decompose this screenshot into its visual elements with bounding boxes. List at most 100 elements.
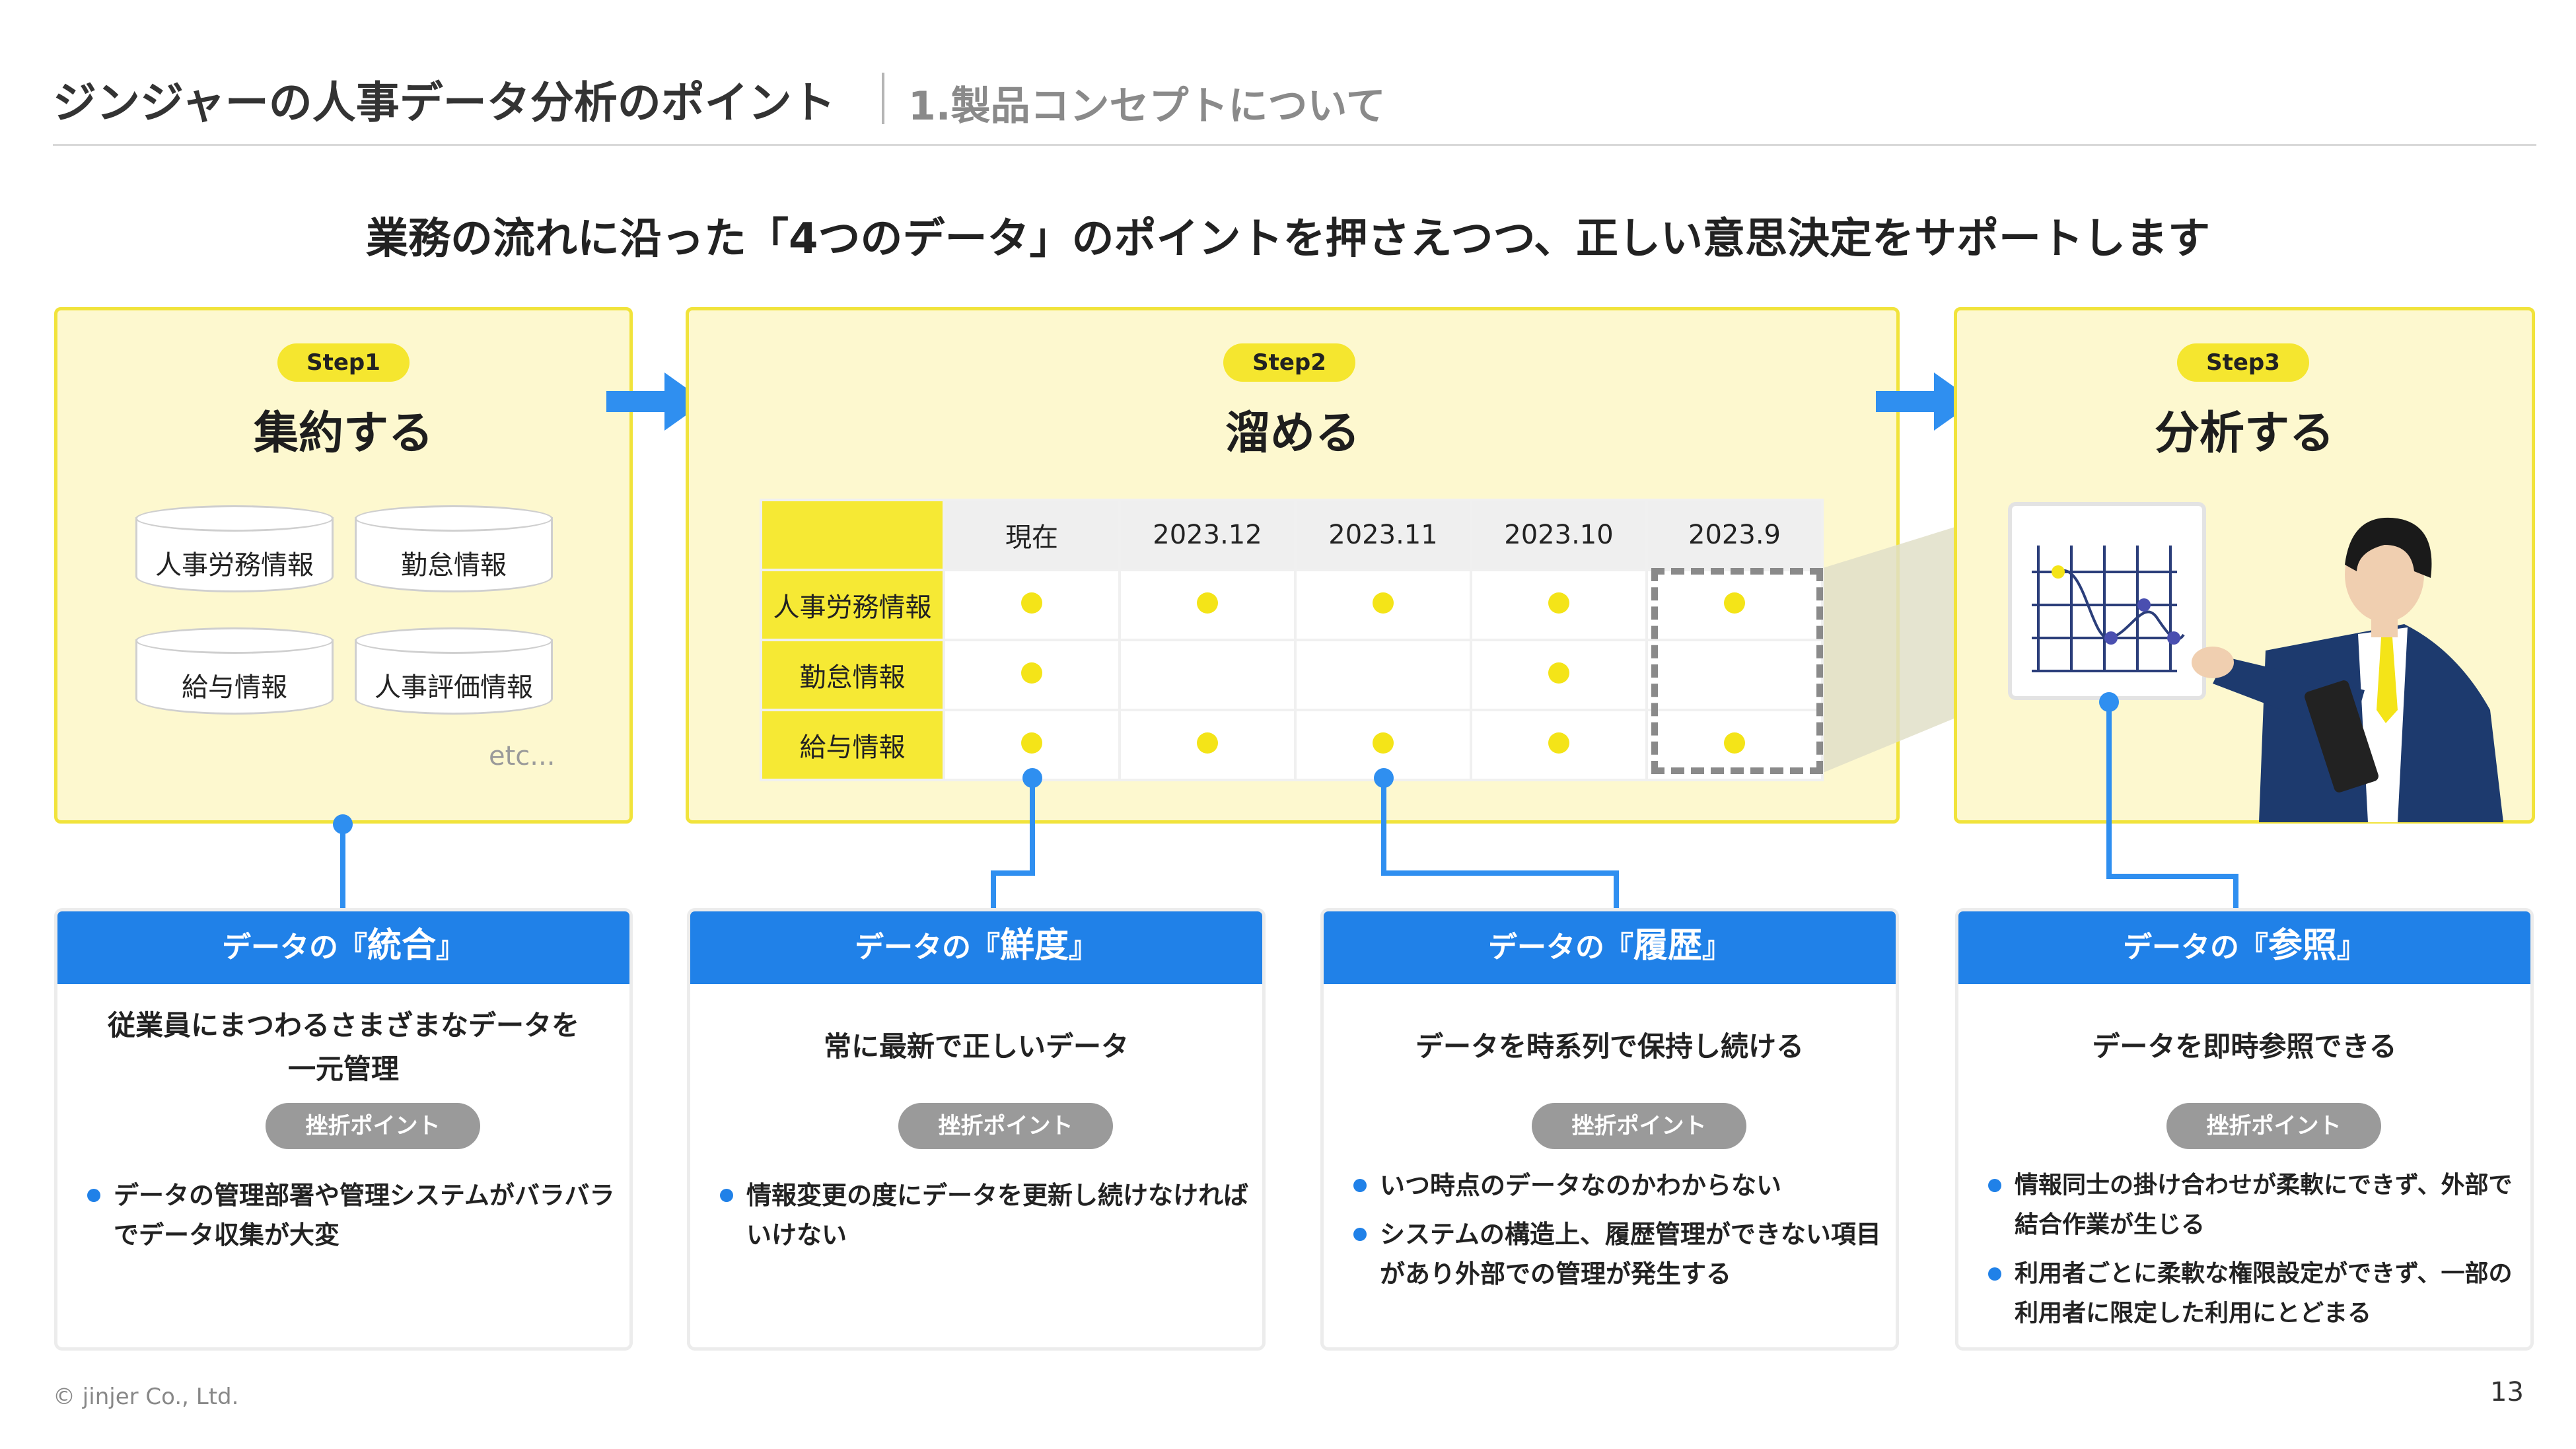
line-chart-icon — [2032, 546, 2185, 672]
connector-line — [1381, 779, 1386, 875]
table-cell — [1470, 709, 1648, 781]
connector-line — [2106, 703, 2112, 878]
lead-message: 業務の流れに沿った「4つのデータ」のポイントを押さえつつ、正しい意思決定をサポー… — [365, 215, 2211, 264]
header-divider — [53, 144, 2536, 146]
connector-line — [1030, 779, 1035, 875]
data-point-dot — [1724, 732, 1745, 754]
table-header-row: 現在 2023.12 2023.11 2023.10 2023.9 — [760, 499, 1824, 571]
card-header: データの『履歴』 — [1324, 911, 1896, 984]
row-header: 人事労務情報 — [760, 569, 945, 641]
table-cell — [1645, 569, 1824, 641]
data-point-dot — [1021, 662, 1042, 684]
connector-line — [2233, 874, 2238, 911]
column-header: 2023.11 — [1294, 499, 1472, 571]
data-point-dot — [1197, 732, 1218, 754]
column-header: 現在 — [943, 499, 1121, 571]
table-cell — [1118, 639, 1297, 711]
list-item: データの管理部署や管理システムがバラバラでデータ収集が大変 — [87, 1176, 616, 1255]
database-cylinder: 給与情報 — [135, 627, 334, 726]
list-item: いつ時点のデータなのかわからない — [1353, 1166, 1882, 1205]
pain-point-list: 情報同士の掛け合わせが柔軟にできず、外部で結合作業が生じる 利用者ごとに柔軟な権… — [1988, 1166, 2530, 1343]
table-cell — [1294, 569, 1472, 641]
pain-point-badge: 挫折ポイント — [1532, 1103, 1746, 1149]
list-item: システムの構造上、履歴管理ができない項目があり外部での管理が発生する — [1353, 1215, 1882, 1294]
database-cylinder: 勤怠情報 — [355, 505, 553, 604]
column-header: 2023.10 — [1470, 499, 1648, 571]
card-description: 常に最新で正しいデータ — [823, 1030, 1129, 1063]
card-description: 従業員にまつわるさまざまなデータを一元管理 — [107, 1009, 579, 1085]
database-label: 人事評価情報 — [375, 672, 533, 703]
connector-line — [2106, 874, 2238, 879]
data-point-dot — [1548, 592, 1569, 614]
section-title: 1.製品コンセプトについて — [908, 83, 1386, 129]
card-description: データを時系列で保持し続ける — [1415, 1030, 1804, 1063]
arrow-right-icon — [606, 372, 705, 431]
info-card-freshness: データの『鮮度』 常に最新で正しいデータ 挫折ポイント 情報変更の度にデータを更… — [687, 908, 1266, 1351]
selected-period-highlight — [1651, 568, 1823, 774]
connector-line — [340, 826, 345, 911]
list-item: 情報同士の掛け合わせが柔軟にできず、外部で結合作業が生じる — [1988, 1166, 2530, 1245]
table-cell — [1645, 639, 1824, 711]
data-point-dot — [1548, 662, 1569, 684]
pain-point-badge: 挫折ポイント — [898, 1103, 1113, 1149]
table-row: 給与情報 — [760, 709, 1824, 781]
row-header: 勤怠情報 — [760, 639, 945, 711]
step2-title: 溜める — [1225, 407, 1360, 460]
database-label: 給与情報 — [182, 672, 287, 703]
data-point-dot — [1373, 732, 1394, 754]
database-label: 勤怠情報 — [401, 550, 507, 581]
step1-badge: Step1 — [277, 343, 410, 382]
databases-more-label: etc... — [489, 741, 555, 771]
copyright-text: © jinjer Co., Ltd. — [53, 1384, 239, 1410]
card-header: データの『参照』 — [1958, 911, 2530, 984]
table-cell — [943, 639, 1121, 711]
table-cell — [1470, 639, 1648, 711]
database-cylinder: 人事評価情報 — [355, 627, 553, 726]
column-header: 2023.9 — [1645, 499, 1824, 571]
pain-point-list: いつ時点のデータなのかわからない システムの構造上、履歴管理ができない項目があり… — [1353, 1166, 1882, 1303]
step2-badge: Step2 — [1223, 343, 1355, 382]
card-description: データを即時参照できる — [2092, 1030, 2397, 1063]
data-point-dot — [1548, 732, 1569, 754]
pain-point-list: 情報変更の度にデータを更新し続けなければいけない — [720, 1176, 1248, 1264]
connector-line — [1381, 870, 1619, 876]
table-cell — [1470, 569, 1648, 641]
data-history-table: 現在 2023.12 2023.11 2023.10 2023.9 人事労務情報… — [760, 499, 1824, 781]
step3-title: 分析する — [2154, 407, 2334, 460]
data-point-dot — [1197, 592, 1218, 614]
page-number: 13 — [2490, 1377, 2524, 1407]
info-card-history: データの『履歴』 データを時系列で保持し続ける 挫折ポイント いつ時点のデータな… — [1320, 908, 1899, 1351]
table-corner-cell — [760, 499, 945, 571]
connector-line — [991, 870, 1035, 876]
card-header: データの『統合』 — [57, 911, 629, 984]
presenter-illustration — [2192, 517, 2503, 822]
info-card-reference: データの『参照』 データを即時参照できる 挫折ポイント 情報同士の掛け合わせが柔… — [1955, 908, 2534, 1351]
database-label: 人事労務情報 — [155, 550, 314, 581]
row-header: 給与情報 — [760, 709, 945, 781]
column-header: 2023.12 — [1118, 499, 1297, 571]
database-cylinder: 人事労務情報 — [135, 505, 334, 604]
connector-line — [991, 870, 996, 911]
card-header: データの『鮮度』 — [690, 911, 1262, 984]
table-row: 勤怠情報 — [760, 639, 1824, 711]
table-row: 人事労務情報 — [760, 569, 1824, 641]
data-point-dot — [1021, 732, 1042, 754]
page-title: ジンジャーの人事データ分析のポイント — [53, 77, 836, 128]
step3-badge: Step3 — [2177, 343, 2309, 382]
connector-line — [1614, 870, 1619, 911]
list-item: 情報変更の度にデータを更新し続けなければいけない — [720, 1176, 1248, 1255]
data-point-dot — [1021, 592, 1042, 614]
data-point-dot — [1724, 592, 1745, 614]
step1-title: 集約する — [253, 407, 433, 460]
list-item: 利用者ごとに柔軟な権限設定ができず、一部の利用者に限定した利用にとどまる — [1988, 1254, 2530, 1333]
table-cell — [943, 709, 1121, 781]
table-cell — [1118, 709, 1297, 781]
title-separator — [882, 73, 884, 124]
table-cell — [1118, 569, 1297, 641]
pain-point-list: データの管理部署や管理システムがバラバラでデータ収集が大変 — [87, 1176, 616, 1264]
info-card-integration: データの『統合』 従業員にまつわるさまざまなデータを一元管理 挫折ポイント デー… — [54, 908, 633, 1351]
pain-point-badge: 挫折ポイント — [266, 1103, 480, 1149]
data-point-dot — [1373, 592, 1394, 614]
table-cell — [943, 569, 1121, 641]
pain-point-badge: 挫折ポイント — [2166, 1103, 2381, 1149]
